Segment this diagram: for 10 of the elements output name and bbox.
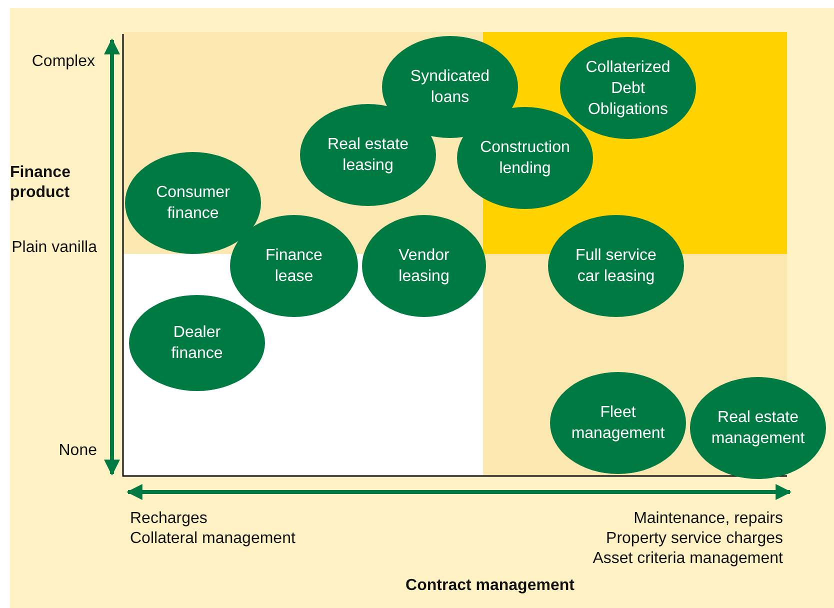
axis-label: None (58, 441, 97, 461)
axis-label: Recharges (130, 509, 208, 529)
axis-label: Plain vanilla (10, 238, 97, 258)
axis-label: Finance product (10, 163, 72, 203)
axis-label: Property service charges (605, 529, 783, 549)
axis-label: Maintenance, repairs (632, 509, 783, 529)
axis-label: Collateral management (130, 529, 296, 549)
axis-label: Contract management (404, 576, 576, 596)
axis-label: Asset criteria management (592, 549, 783, 569)
axis-label: Complex (30, 52, 95, 72)
